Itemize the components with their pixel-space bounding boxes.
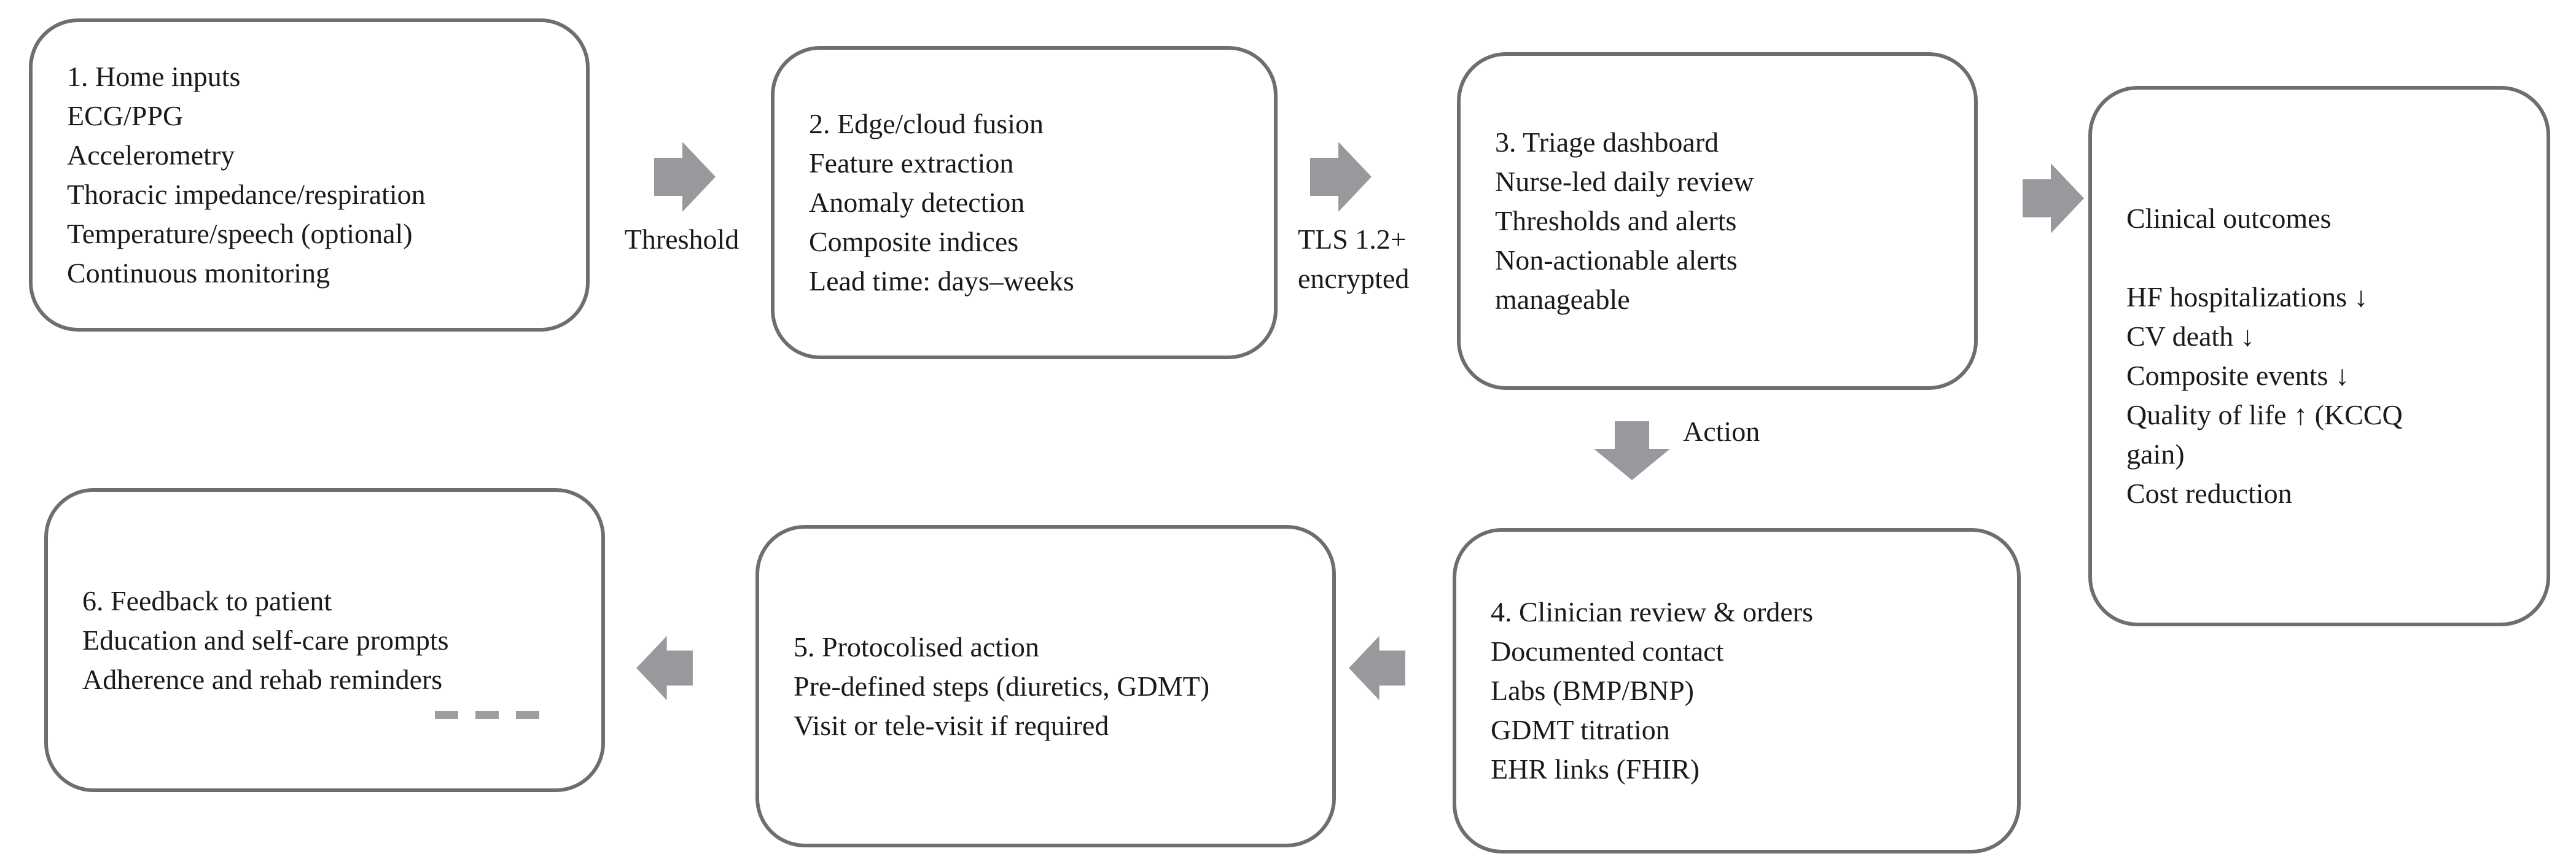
dash-segment [475,711,499,719]
right-arrow-icon [654,142,716,212]
tls-encrypted-label: TLS 1.2+ encrypted [1298,224,1410,294]
threshold-label: Threshold [624,224,740,255]
down-arrow-icon [1594,421,1670,480]
left-arrow-icon [1349,636,1405,701]
action-label: Action [1683,416,1760,447]
dash-segment [516,711,539,719]
box-clinician-review-orders-text: 4. Clinician review & orders Documented … [1491,596,1814,785]
box-protocolised-action: 5. Protocolised action Pre-defined steps… [755,525,1336,847]
box-protocolised-action-text: 5. Protocolised action Pre-defined steps… [794,631,1210,741]
dashed-connector [435,711,539,719]
box-feedback-to-patient-text: 6. Feedback to patient Education and sel… [82,585,449,695]
box-feedback-to-patient: 6. Feedback to patient Education and sel… [44,488,605,792]
box-edge-cloud-fusion: 2. Edge/cloud fusion Feature extraction … [771,46,1278,359]
box-clinical-outcomes-text: Clinical outcomes HF hospitalizations ↓ … [2126,203,2403,509]
box-home-inputs-text: 1. Home inputs ECG/PPG Accelerometry Tho… [67,61,426,289]
box-home-inputs: 1. Home inputs ECG/PPG Accelerometry Tho… [29,18,590,332]
box-triage-dashboard-text: 3. Triage dashboard Nurse-led daily revi… [1495,126,1754,315]
left-arrow-icon [636,636,693,701]
right-arrow-icon [2023,163,2084,233]
box-triage-dashboard: 3. Triage dashboard Nurse-led daily revi… [1457,52,1978,390]
box-clinical-outcomes: Clinical outcomes HF hospitalizations ↓ … [2088,86,2550,626]
box-clinician-review-orders: 4. Clinician review & orders Documented … [1453,528,2021,853]
right-arrow-icon [1310,142,1372,212]
dash-segment [435,711,458,719]
box-edge-cloud-fusion-text: 2. Edge/cloud fusion Feature extraction … [809,108,1074,297]
